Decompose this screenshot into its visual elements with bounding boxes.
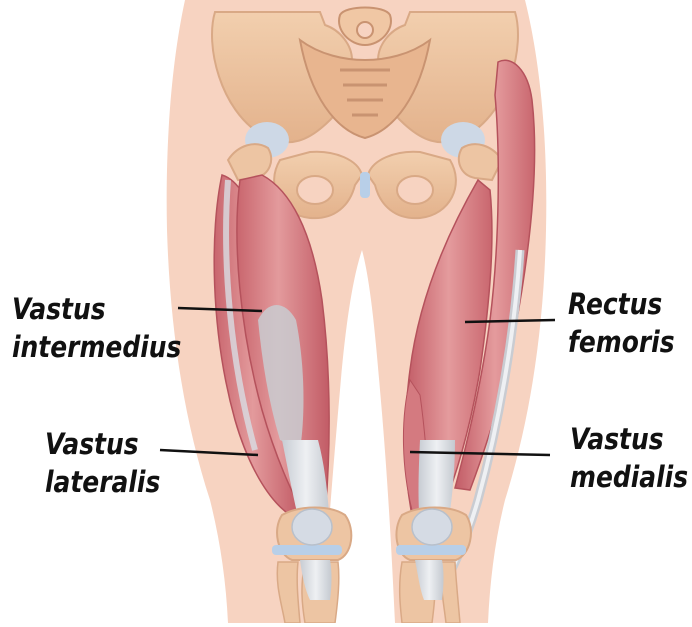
label-rectus-femoris: Rectus femoris	[568, 285, 675, 361]
label-vastus-lateralis: Vastus lateralis	[45, 425, 160, 501]
lower-leg-bones	[277, 560, 460, 623]
label-vastus-intermedius-line2: intermedius	[12, 328, 181, 366]
label-vastus-medialis-line2: medialis	[570, 458, 688, 496]
label-vastus-lateralis-line2: lateralis	[45, 463, 160, 501]
label-rectus-femoris-line1: Rectus	[568, 285, 675, 323]
label-vastus-medialis-line1: Vastus	[570, 420, 688, 458]
label-vastus-intermedius: Vastus intermedius	[12, 290, 181, 366]
label-rectus-femoris-line2: femoris	[568, 323, 675, 361]
label-vastus-intermedius-line1: Vastus	[12, 290, 181, 328]
knee-joints	[272, 508, 471, 561]
label-vastus-lateralis-line1: Vastus	[45, 425, 160, 463]
label-vastus-medialis: Vastus medialis	[570, 420, 688, 496]
